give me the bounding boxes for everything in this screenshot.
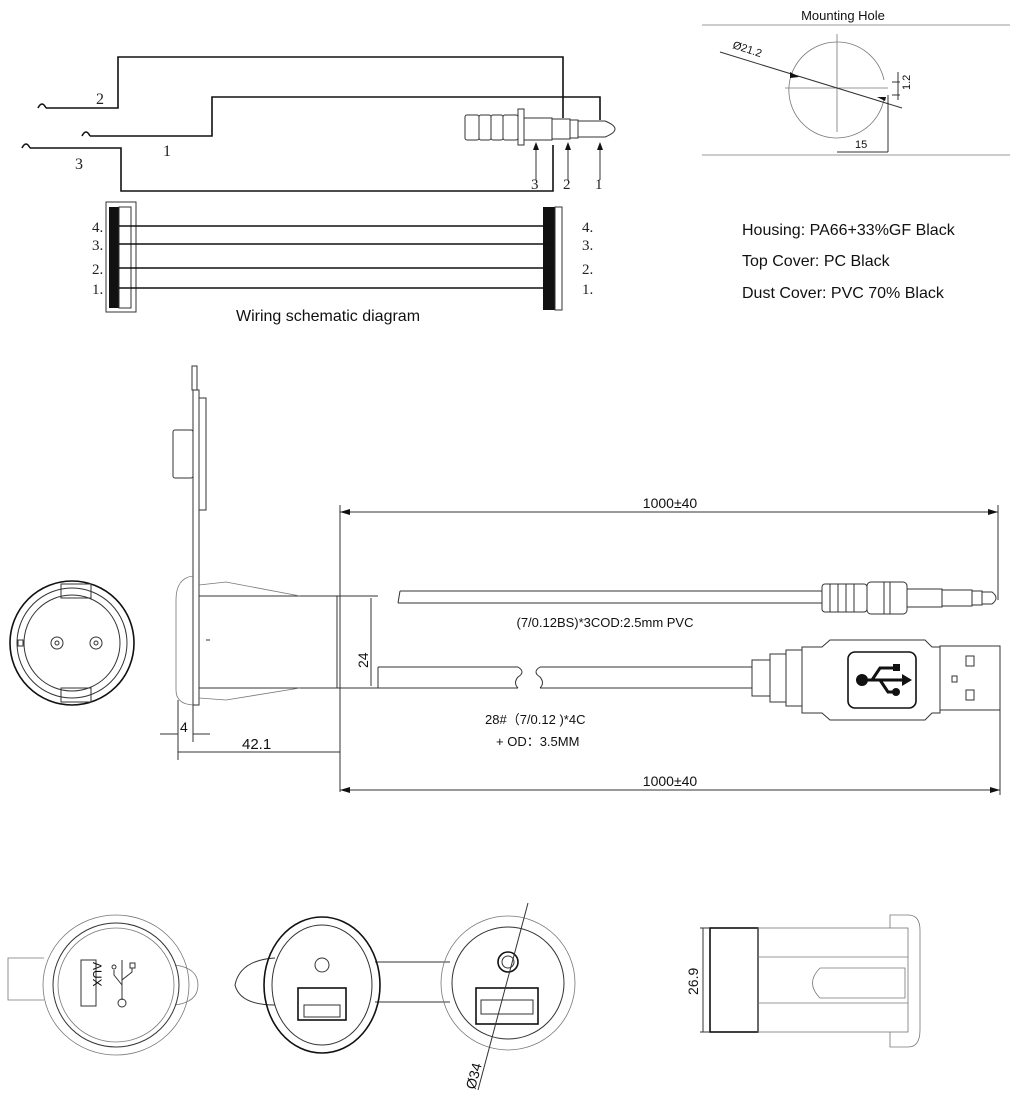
- usb-pin-label: 2.: [582, 262, 593, 278]
- side-view: 4 42.1 24: [160, 365, 378, 792]
- usb-pin-label: 3.: [582, 238, 593, 254]
- mounting-hole-title: Mounting Hole: [801, 8, 885, 23]
- flat-dimension: 1.2: [901, 75, 913, 90]
- mounting-hole: Mounting Hole 15 1.2 Ø21.2: [702, 8, 1010, 156]
- wire-label: 1: [163, 143, 171, 160]
- material-top-cover: Top Cover: PC Black: [742, 253, 891, 270]
- wire-1: [81, 96, 601, 137]
- pin-label: 2: [563, 177, 571, 193]
- cables: 1000±40 (7/0.12BS)*3COD:2.5mm PVC: [340, 495, 1001, 795]
- front-view: [9, 580, 135, 706]
- wiring-title: Wiring schematic diagram: [236, 308, 420, 325]
- audio-plug-icon: [821, 581, 997, 615]
- outer-diameter: Ø34: [462, 1061, 484, 1091]
- bottom-views: AUX Ø34 26.9: [7, 902, 921, 1091]
- height-26-9: 26.9: [685, 968, 701, 995]
- usb-pin-label: 4.: [582, 220, 593, 236]
- usb-cable-spec-1: 28#（7/0.12 )*4C: [485, 712, 585, 727]
- depth-dimension: 42.1: [242, 736, 271, 753]
- usb-pin-label: 4.: [92, 220, 103, 236]
- usb-plug-icon: [751, 639, 1001, 721]
- pin-label: 1: [595, 177, 603, 193]
- offset-dimension: 15: [855, 139, 867, 151]
- wire-2: [37, 56, 564, 118]
- thickness-dimension: 4: [180, 719, 188, 735]
- aux-label: AUX: [90, 962, 104, 987]
- usb-connector-right: [543, 207, 555, 310]
- usb-pin-label: 1.: [582, 282, 593, 298]
- wire-label: 2: [96, 91, 104, 108]
- pin-label: 3: [531, 177, 539, 193]
- usb-pin-label: 3.: [92, 238, 103, 254]
- usb-cable-spec-2: + OD：3.5MM: [496, 734, 579, 749]
- usb-pin-label: 2.: [92, 262, 103, 278]
- cable-length-bottom: 1000±40: [643, 773, 698, 789]
- usb-connector-left: [105, 201, 137, 313]
- pin-arrows: [533, 142, 603, 180]
- usb-symbol-icon: [856, 664, 912, 696]
- material-housing: Housing: PA66+33%GF Black: [742, 222, 956, 239]
- audio-cable-spec: (7/0.12BS)*3COD:2.5mm PVC: [516, 615, 693, 630]
- material-dust-cover: Dust Cover: PVC 70% Black: [742, 285, 945, 302]
- wiring-schematic: 2 1 3 3 2 1 4. 3. 2. 1.: [21, 56, 616, 325]
- usb-wires: [119, 225, 553, 289]
- usb-pin-label: 1.: [92, 282, 103, 298]
- audio-jack-icon: [464, 108, 616, 146]
- cable-length-top: 1000±40: [643, 495, 698, 511]
- wire-label: 3: [75, 156, 83, 173]
- usb-symbol-small-icon: [111, 960, 136, 1008]
- aux-label-box: [80, 959, 97, 1007]
- wire-3: [21, 143, 554, 192]
- height-dimension: 24: [355, 652, 371, 668]
- materials-list: Housing: PA66+33%GF Black Top Cover: PC …: [742, 222, 956, 302]
